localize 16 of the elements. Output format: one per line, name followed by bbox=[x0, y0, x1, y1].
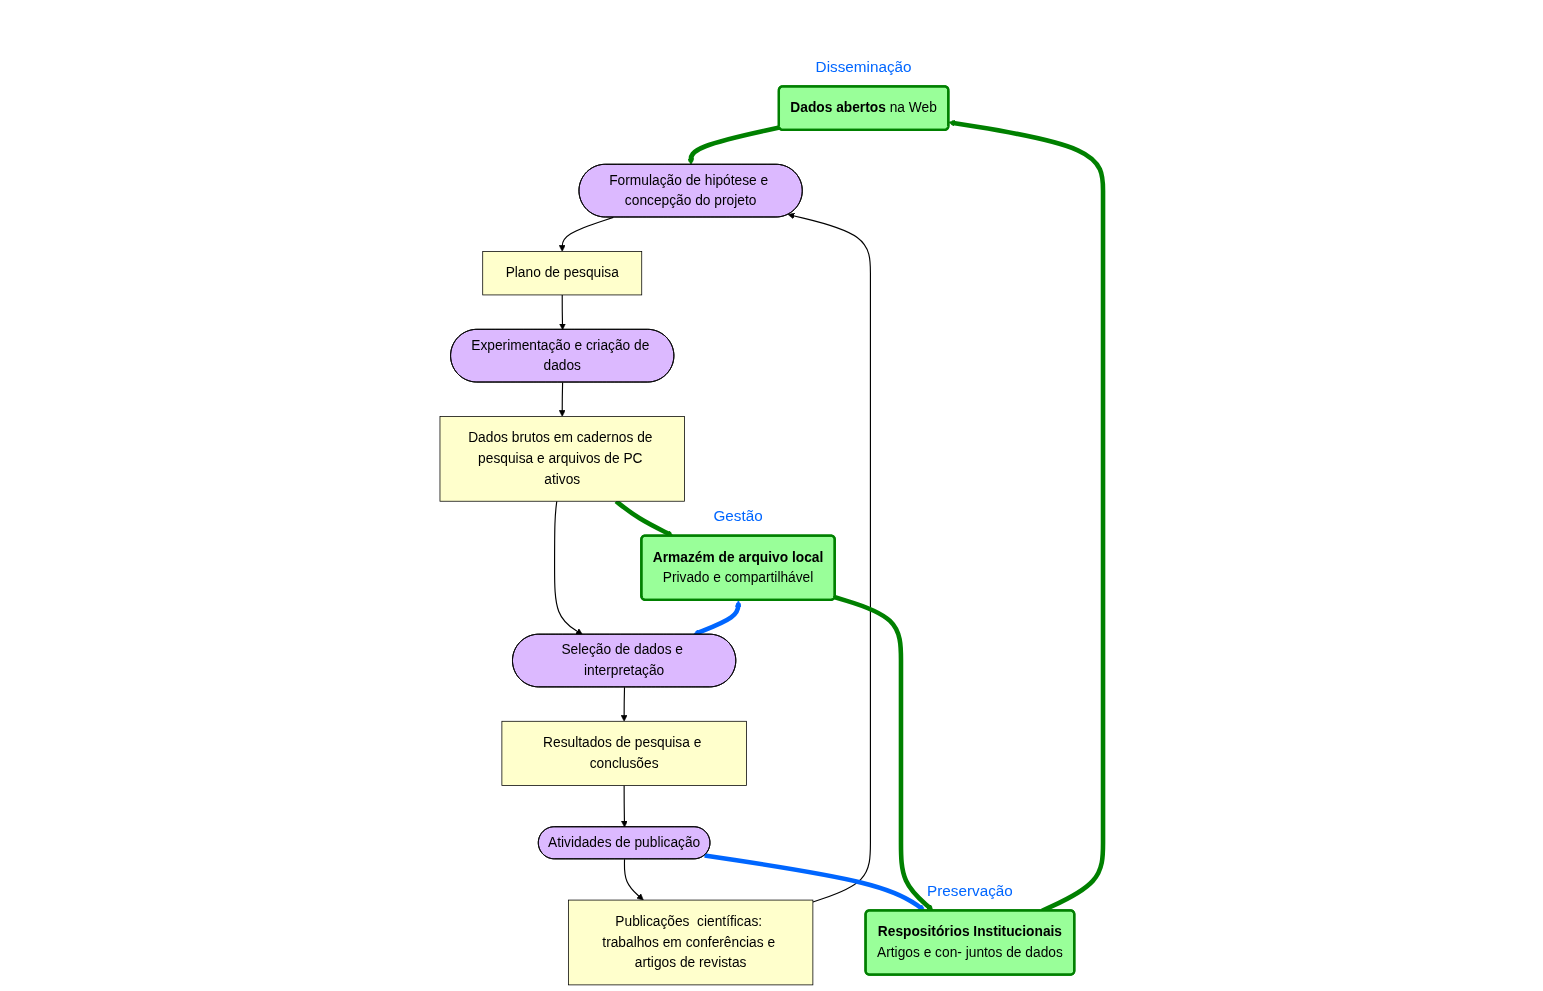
node-box: Publicações científicas: trabalhos em conferências e artigos de revistas bbox=[568, 899, 814, 986]
node-label: Preservação bbox=[927, 882, 1013, 899]
node-box: Dados brutos em cadernos de pesquisa e arquivos de PC ativos bbox=[439, 416, 685, 502]
arrow bbox=[623, 858, 644, 901]
arrow bbox=[693, 600, 742, 636]
arrow bbox=[687, 125, 780, 165]
arrow bbox=[787, 212, 871, 903]
node-box: Resultados de pesquisa e conclusões bbox=[501, 720, 747, 786]
node-label: Disseminação bbox=[815, 58, 912, 75]
arrow bbox=[554, 500, 583, 635]
arrow bbox=[559, 294, 566, 330]
arrow bbox=[621, 784, 628, 828]
node-label: Gestão bbox=[713, 507, 763, 525]
arrow bbox=[620, 686, 628, 722]
arrow bbox=[558, 381, 566, 417]
node-box: Plano de pesquisa bbox=[482, 251, 643, 296]
